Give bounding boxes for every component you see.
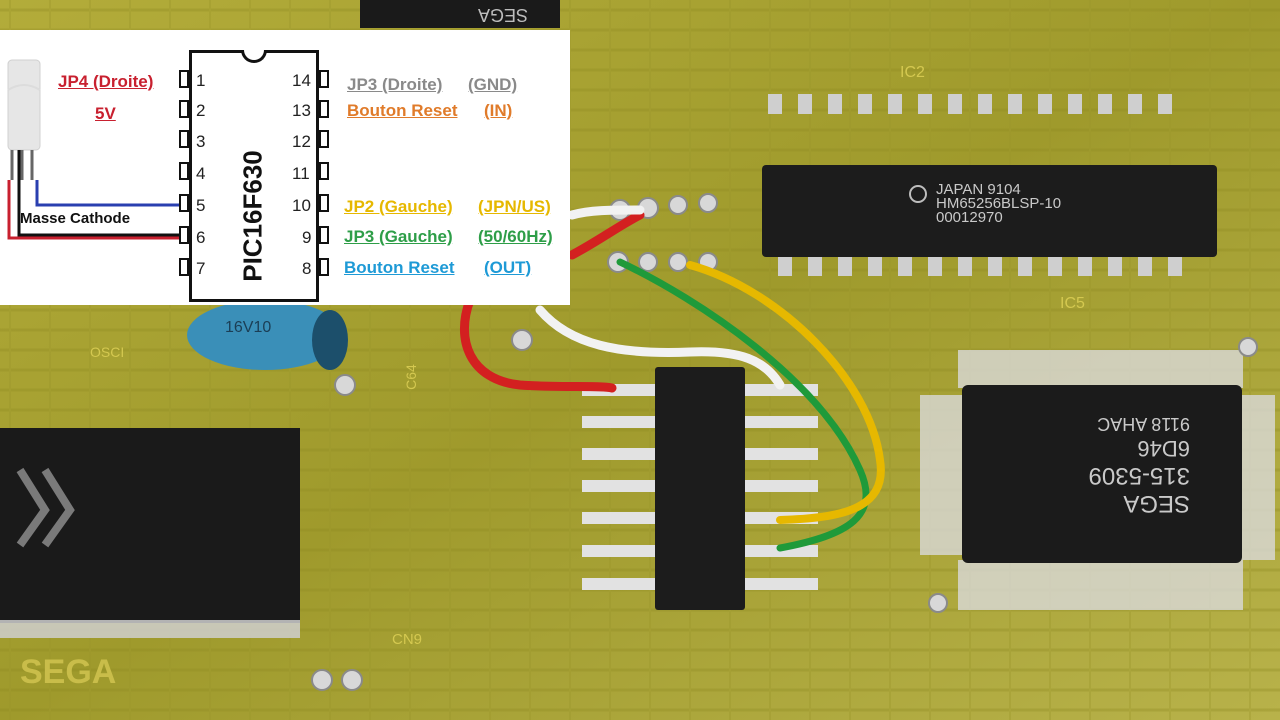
left-chip: [0, 428, 300, 638]
vdp-marking-1: SEGA: [1123, 490, 1190, 517]
pin-number-9: 9: [302, 228, 312, 247]
pin-lead: [179, 162, 189, 180]
cn9-label: CN9: [392, 631, 423, 648]
pin-number-10: 10: [292, 196, 311, 215]
pin-number-1: 1: [196, 71, 206, 90]
pin14-tag: (GND): [468, 75, 518, 94]
pin-lead: [319, 130, 329, 148]
pin-number-4: 4: [196, 164, 206, 183]
pin-lead: [319, 194, 329, 212]
ic2-label: IC2: [900, 64, 925, 81]
pin10-tag: (JPN/US): [478, 197, 551, 216]
pin-lead: [179, 194, 189, 212]
chip-notch: [241, 50, 267, 63]
pin10-label: JP2 (Gauche): [344, 197, 453, 216]
pin-number-8: 8: [302, 259, 312, 278]
wires: [459, 205, 885, 552]
ram-chip: [762, 94, 1217, 276]
chip-body: [189, 50, 319, 302]
board-sega-logo: SEGA: [20, 653, 117, 691]
led-and-wires: [7, 59, 180, 240]
capacitor: [187, 300, 348, 370]
pin-lead: [319, 162, 329, 180]
capacitor-marking: 16V10: [225, 319, 272, 336]
pin-number-3: 3: [196, 132, 206, 151]
pin-number-2: 2: [196, 101, 206, 120]
pin-number-11: 11: [292, 164, 310, 183]
chip-name: PIC16F630: [237, 150, 268, 282]
pin-number-5: 5: [196, 196, 206, 215]
pin8-label: Bouton Reset: [344, 258, 455, 277]
ram-chip-marking-3: 00012970: [936, 209, 1003, 226]
pin-number-14: 14: [292, 71, 311, 90]
vdp-chip: [920, 350, 1275, 610]
ram-chip-marking-2: HM65256BLSP-10: [936, 195, 1062, 212]
vdp-marking-2: 315-5309: [1088, 462, 1190, 489]
vdp-chip-markings: SEGA 315-5309 6D46 9118 AHAC: [1050, 414, 1190, 517]
pin-lead: [179, 70, 189, 88]
pin-lead: [319, 70, 329, 88]
osc-label: OSCI: [90, 344, 125, 360]
pinout-diagram: PIC16F630 1 2 3 4 5 6 7 14 13 12 11 10 9…: [0, 30, 570, 305]
pin-lead: [179, 226, 189, 244]
5v-label: 5V: [95, 104, 116, 123]
pin-lead: [179, 130, 189, 148]
pin-lead: [319, 100, 329, 118]
pin9-tag: (50/60Hz): [478, 227, 553, 246]
vdp-marking-4: 9118 AHAC: [1097, 414, 1190, 434]
pin-number-12: 12: [292, 132, 311, 151]
vdp-marking-3: 6D46: [1137, 436, 1190, 461]
top-chip-marking: SEGA: [478, 5, 529, 25]
ram-chip-marking-1: JAPAN 9104: [936, 181, 1021, 198]
pin-number-6: 6: [196, 228, 206, 247]
pin14-label: JP3 (Droite): [347, 75, 443, 94]
ic5-label: IC5: [1060, 295, 1085, 312]
pin13-tag: (IN): [484, 101, 513, 120]
pin-lead: [319, 226, 329, 244]
pin-number-13: 13: [292, 101, 311, 120]
pin13-label: Bouton Reset: [347, 101, 458, 120]
pin-lead: [179, 100, 189, 118]
pin-lead: [319, 258, 329, 276]
pin8-tag: (OUT): [484, 258, 532, 277]
masse-cathode-label: Masse Cathode: [20, 210, 131, 227]
pin9-label: JP3 (Gauche): [344, 227, 453, 246]
pin-lead: [179, 258, 189, 276]
pin-number-7: 7: [196, 259, 206, 278]
top-chip: [360, 0, 560, 28]
jp4-label: JP4 (Droite): [58, 72, 154, 91]
c64-label: C64: [402, 364, 419, 390]
